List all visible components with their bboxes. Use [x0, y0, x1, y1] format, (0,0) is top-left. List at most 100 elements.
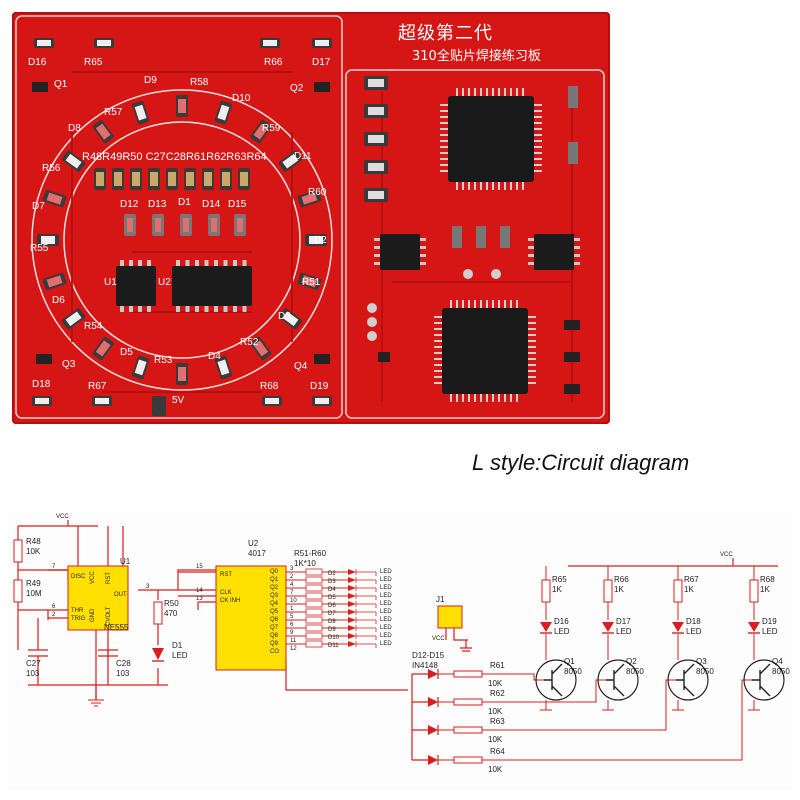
silk-r59: R59 — [262, 123, 281, 134]
silk-d17: D17 — [312, 57, 331, 68]
output-led-symbol — [540, 622, 552, 632]
sch-q1-val: 8050 — [564, 667, 582, 676]
sch-u2-outnum-5: 5 — [290, 614, 294, 620]
sch-led-text: LED — [380, 633, 392, 639]
silk-q2: Q2 — [290, 83, 304, 94]
sch-u1-vcc: VCC — [90, 571, 96, 584]
base-resistor — [453, 670, 483, 678]
sch-d19-val: LED — [762, 627, 778, 636]
sch-d17: D17 — [616, 617, 631, 626]
sch-u2-pin14: 14 — [196, 588, 203, 594]
sch-d19: D19 — [762, 617, 777, 626]
sch-r67-val: 1K — [684, 585, 694, 594]
silk-d1: D1 — [178, 197, 191, 208]
led-symbol — [348, 569, 356, 575]
transistor-symbol — [597, 659, 639, 701]
sch-pin-3: 3 — [146, 584, 150, 590]
silk-d10: D10 — [232, 93, 251, 104]
sch-led-text: LED — [380, 609, 392, 615]
sch-diodes-label: D12-D15 — [412, 651, 445, 660]
sch-q1: Q1 — [564, 657, 575, 666]
sch-q3: Q3 — [696, 657, 707, 666]
sch-u2-out-q6: Q6 — [270, 617, 279, 623]
sch-u2-out-q0: Q0 — [270, 569, 279, 575]
sch-r50-val: 470 — [164, 609, 178, 618]
board-title: 超级第二代 — [398, 23, 493, 44]
sch-r49-val: 10M — [26, 589, 42, 598]
sch-d18: D18 — [686, 617, 701, 626]
silk-5v: 5V — [172, 395, 185, 406]
sch-resnet-val: 1K*10 — [294, 559, 316, 568]
sch-u2-out-q9: Q9 — [270, 641, 279, 647]
sch-diodes-val: IN4148 — [412, 661, 438, 670]
led-symbol — [348, 625, 356, 631]
led-symbol — [348, 633, 356, 639]
sch-u2-outnum-3: 3 — [290, 566, 294, 572]
transistor-symbol — [743, 659, 785, 701]
resnet-resistor — [305, 616, 323, 624]
sch-r68-val: 1K — [760, 585, 770, 594]
silk-u2: U2 — [158, 277, 171, 288]
sch-u2-out-q3: Q3 — [270, 593, 279, 599]
silk-d4: D4 — [208, 351, 221, 362]
sch-q4-val: 8050 — [772, 667, 790, 676]
silk-d16: D16 — [28, 57, 47, 68]
sch-u1-thr: THR — [71, 608, 84, 614]
schematic-wires — [13, 520, 785, 765]
led-symbol — [348, 641, 356, 647]
diode-symbol — [428, 755, 438, 765]
sch-u2-outnum-2: 2 — [290, 574, 294, 580]
sch-j1-vcc: VCC — [432, 636, 445, 642]
sch-u2-outnum-9: 9 — [290, 630, 294, 636]
u1-body — [67, 565, 129, 631]
collector-resistor — [603, 579, 613, 603]
sch-led-d9: D9 — [328, 627, 336, 633]
diode-symbol — [428, 697, 438, 707]
base-resistor — [453, 726, 483, 734]
sch-u1-disc: DISC — [71, 574, 86, 580]
sch-r49: R49 — [26, 579, 41, 588]
silk-q4: Q4 — [294, 361, 308, 372]
sch-led-text: LED — [380, 593, 392, 599]
sch-u2-out-co: CO — [270, 649, 279, 655]
sch-r67: R67 — [684, 575, 699, 584]
sch-d16-val: LED — [554, 627, 570, 636]
sch-pin-2: 2 — [52, 612, 56, 618]
silk-d11: D11 — [294, 151, 312, 162]
led-symbol — [348, 617, 356, 623]
led-symbol — [348, 593, 356, 599]
sch-u2-out-q5: Q5 — [270, 609, 279, 615]
sch-u2-pin13: 13 — [196, 596, 203, 602]
sch-u2: U2 — [248, 539, 259, 548]
led-symbol — [348, 585, 356, 591]
sch-r66: R66 — [614, 575, 629, 584]
silk-d15: D15 — [228, 199, 247, 210]
sch-r64-val: 10K — [488, 765, 503, 774]
output-led-symbol — [672, 622, 684, 632]
sch-c28: C28 — [116, 659, 131, 668]
silk-d8: D8 — [68, 123, 81, 134]
collector-resistor — [673, 579, 683, 603]
silk-r52: R52 — [240, 337, 259, 348]
resnet-resistor — [305, 608, 323, 616]
sch-vcc-right: VCC — [720, 552, 733, 558]
silk-q1: Q1 — [54, 79, 68, 90]
sch-led-text: LED — [380, 625, 392, 631]
sch-c27: C27 — [26, 659, 41, 668]
resnet-resistor — [305, 592, 323, 600]
resnet-resistor — [305, 600, 323, 608]
sch-r61-val: 10K — [488, 679, 503, 688]
sch-d17-val: LED — [616, 627, 632, 636]
sch-u2-out-q2: Q2 — [270, 585, 279, 591]
led-symbol — [348, 609, 356, 615]
sch-r68: R68 — [760, 575, 775, 584]
sch-j1: J1 — [436, 595, 445, 604]
sch-u2-outnum-6: 6 — [290, 622, 294, 628]
collector-resistor — [541, 579, 551, 603]
sch-u2-pin15: 15 — [196, 564, 203, 570]
silk-r60: R60 — [308, 187, 327, 198]
output-led-symbol — [602, 622, 614, 632]
sch-c28-val: 103 — [116, 669, 130, 678]
sch-led-d6: D6 — [328, 603, 336, 609]
sch-led-d5: D5 — [328, 595, 336, 601]
